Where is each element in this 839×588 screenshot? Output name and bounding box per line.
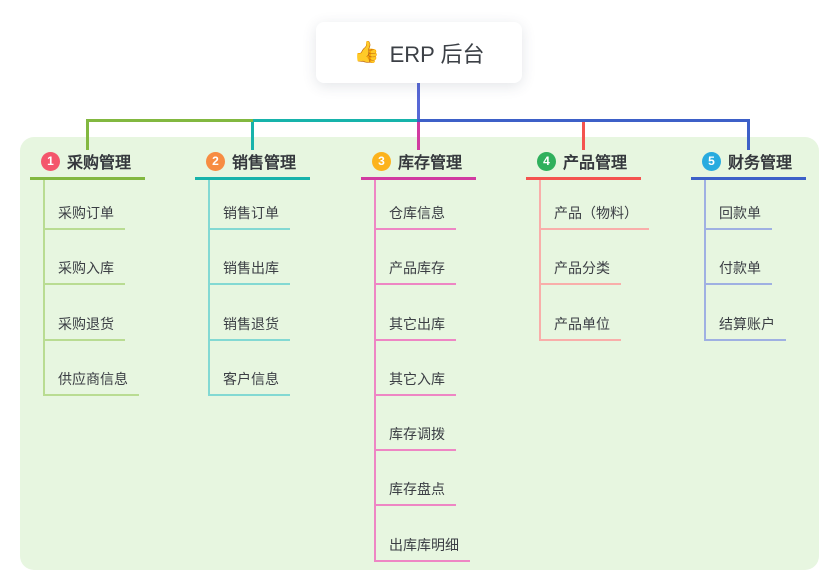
node-label: 销售退货 xyxy=(210,314,290,341)
branch-drop-line xyxy=(417,119,420,150)
branch-drop-line xyxy=(582,119,585,150)
mindmap-node[interactable]: 库存盘点 xyxy=(376,451,476,507)
mindmap-node[interactable]: 产品库存 xyxy=(376,230,476,286)
root-node-erp[interactable]: 👍 ERP 后台 xyxy=(316,22,522,83)
mindmap-node[interactable]: 付款单 xyxy=(706,230,806,286)
branch-children: 采购订单 采购入库 采购退货 供应商信息 xyxy=(43,180,145,396)
branch-finance: 5 财务管理 回款单 付款单 结算账户 xyxy=(691,148,806,341)
node-label: 客户信息 xyxy=(210,369,290,396)
branch-title-sales[interactable]: 2 销售管理 xyxy=(195,148,310,180)
branch-children: 销售订单 销售出库 销售退货 客户信息 xyxy=(208,180,310,396)
node-label: 付款单 xyxy=(706,258,772,286)
mindmap-node[interactable]: 销售订单 xyxy=(210,180,310,230)
branch-drop-line xyxy=(747,119,750,150)
node-label: 库存盘点 xyxy=(376,479,456,507)
branch-children: 回款单 付款单 结算账户 xyxy=(704,180,806,341)
node-label: 采购入库 xyxy=(45,258,125,286)
branch-number-badge: 4 xyxy=(537,151,556,171)
connector-line xyxy=(417,119,750,122)
root-node-label: ERP 后台 xyxy=(389,41,485,67)
node-label: 其它入库 xyxy=(376,369,456,396)
node-label: 采购退货 xyxy=(45,314,125,341)
mindmap-node[interactable]: 回款单 xyxy=(706,180,806,230)
node-label: 采购订单 xyxy=(45,203,125,230)
connector-line xyxy=(86,119,253,122)
branch-product: 4 产品管理 产品（物料） 产品分类 产品单位 xyxy=(526,148,649,341)
node-label: 产品（物料） xyxy=(541,203,649,230)
mindmap-node[interactable]: 库存调拨 xyxy=(376,396,476,452)
node-label: 其它出库 xyxy=(376,314,456,341)
branch-sales: 2 销售管理 销售订单 销售出库 销售退货 客户信息 xyxy=(195,148,310,396)
branch-number-badge: 3 xyxy=(372,151,391,171)
node-label: 产品库存 xyxy=(376,258,456,286)
mindmap-node[interactable]: 产品（物料） xyxy=(541,180,649,230)
branch-title-purchase[interactable]: 1 采购管理 xyxy=(30,148,145,180)
branch-title-finance[interactable]: 5 财务管理 xyxy=(691,148,806,180)
branch-title-label: 产品管理 xyxy=(563,155,628,172)
node-label: 产品分类 xyxy=(541,258,621,286)
branch-drop-line xyxy=(251,119,254,150)
branch-title-label: 销售管理 xyxy=(232,155,297,172)
node-label: 出库库明细 xyxy=(376,535,470,562)
mindmap-node[interactable]: 出库库明细 xyxy=(376,506,476,562)
node-label: 销售出库 xyxy=(210,258,290,286)
branch-purchase: 1 采购管理 采购订单 采购入库 采购退货 供应商信息 xyxy=(30,148,145,396)
branch-drop-line xyxy=(86,119,89,150)
mindmap-node[interactable]: 产品分类 xyxy=(541,230,641,286)
branch-title-label: 采购管理 xyxy=(67,155,132,172)
branch-children: 产品（物料） 产品分类 产品单位 xyxy=(539,180,649,341)
mindmap-node[interactable]: 销售退货 xyxy=(210,285,310,341)
mindmap-node[interactable]: 结算账户 xyxy=(706,285,806,341)
branch-title-label: 库存管理 xyxy=(398,155,463,172)
branch-children: 仓库信息 产品库存 其它出库 其它入库 库存调拨 库存盘点 出库库明细 xyxy=(374,180,476,562)
node-label: 供应商信息 xyxy=(45,369,139,396)
mindmap-node[interactable]: 仓库信息 xyxy=(376,180,476,230)
mindmap-canvas-panel xyxy=(20,137,819,570)
node-label: 销售订单 xyxy=(210,203,290,230)
root-stem-line xyxy=(417,83,420,121)
branch-number-badge: 2 xyxy=(206,151,225,171)
branch-inventory: 3 库存管理 仓库信息 产品库存 其它出库 其它入库 库存调拨 库存盘点 出库库… xyxy=(361,148,476,562)
mindmap-node[interactable]: 其它出库 xyxy=(376,285,476,341)
node-label: 回款单 xyxy=(706,203,772,230)
mindmap-node[interactable]: 客户信息 xyxy=(210,341,310,396)
branch-number-badge: 5 xyxy=(702,151,721,171)
mindmap-node[interactable]: 销售出库 xyxy=(210,230,310,286)
node-label: 仓库信息 xyxy=(376,203,456,230)
mindmap-node[interactable]: 采购退货 xyxy=(45,285,145,341)
branch-number-badge: 1 xyxy=(41,151,60,171)
mindmap-node[interactable]: 供应商信息 xyxy=(45,341,145,396)
mindmap-node[interactable]: 其它入库 xyxy=(376,341,476,396)
thumbs-up-icon: 👍 xyxy=(353,41,380,64)
mindmap-node[interactable]: 采购订单 xyxy=(45,180,145,230)
branch-title-inventory[interactable]: 3 库存管理 xyxy=(361,148,476,180)
branch-title-label: 财务管理 xyxy=(728,155,793,172)
node-label: 库存调拨 xyxy=(376,424,456,452)
branch-title-product[interactable]: 4 产品管理 xyxy=(526,148,641,180)
connector-line xyxy=(253,119,419,122)
node-label: 产品单位 xyxy=(541,314,621,341)
node-label: 结算账户 xyxy=(706,314,786,341)
mindmap-node[interactable]: 采购入库 xyxy=(45,230,145,286)
mindmap-node[interactable]: 产品单位 xyxy=(541,285,641,341)
